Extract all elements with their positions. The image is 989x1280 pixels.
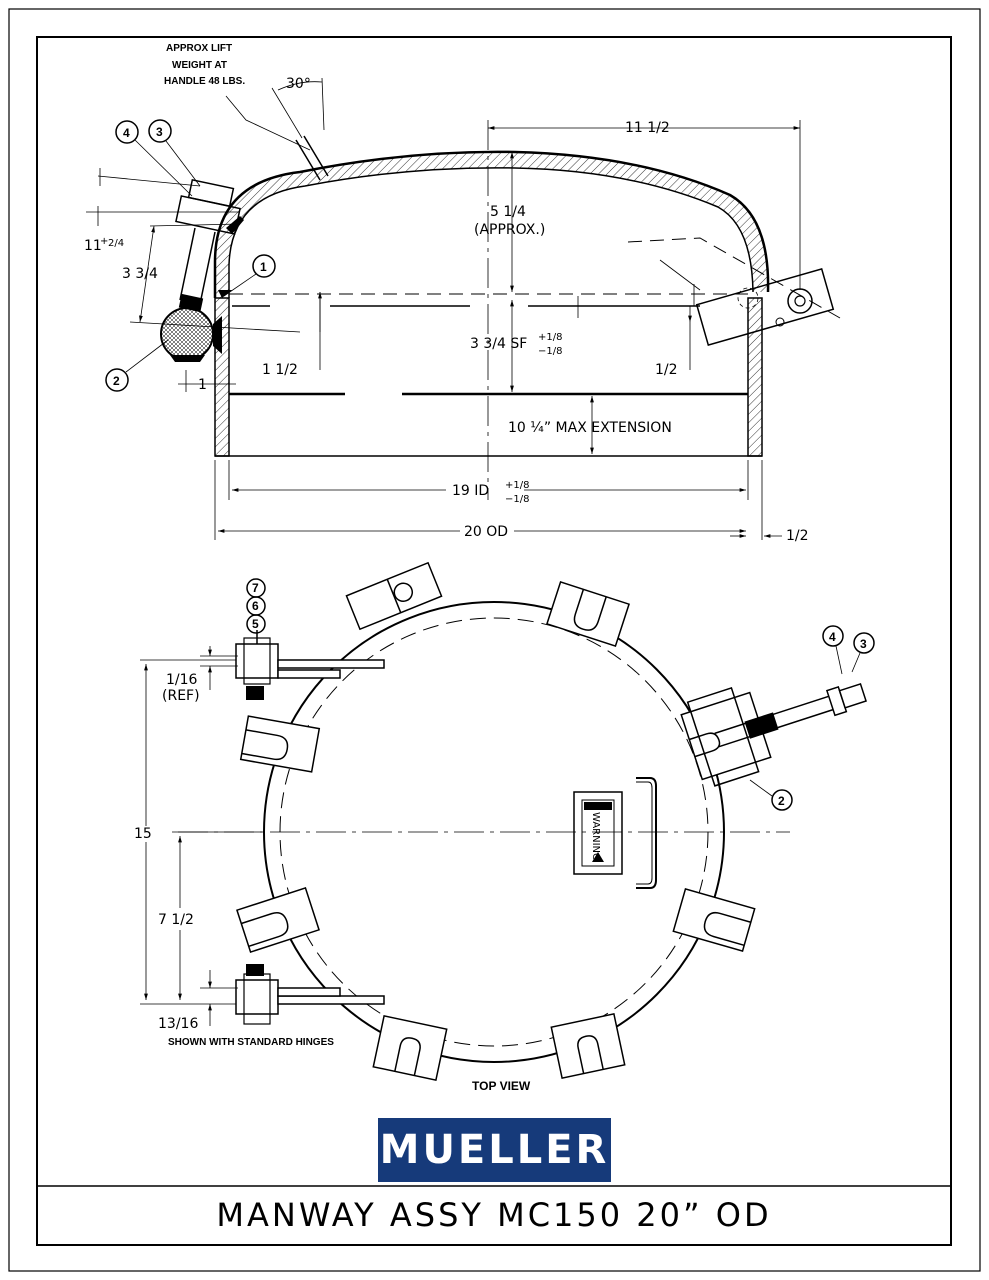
mueller-logo: MUELLER: [378, 1118, 611, 1182]
dim-1-16: 1/16: [166, 672, 198, 688]
balloon-3-top: 3: [860, 637, 867, 651]
balloon-3-side: 3: [156, 125, 163, 139]
dim-id: 19 ID: [452, 483, 489, 499]
dim-half-right: 1/2: [655, 362, 678, 378]
angle-30: 30°: [286, 76, 311, 92]
dim-3-3-4: 3 3/4: [122, 266, 158, 282]
dim-11-tol-sup: +: [100, 236, 108, 247]
hinge-pin: [787, 288, 813, 314]
cover-handle: [636, 777, 657, 889]
dim-13-16: 13/16: [158, 1016, 198, 1032]
annotations: APPROX LIFT WEIGHT AT HANDLE 48 LBS. 30°…: [84, 43, 867, 1093]
balloon-4-side: 4: [123, 126, 130, 140]
dim-half-od: 1/2: [786, 528, 809, 544]
id-tol-plus: +1/8: [505, 480, 529, 491]
inner-border: [36, 36, 952, 1246]
dim-ref: (REF): [162, 688, 200, 704]
balloon-1-side: 1: [260, 260, 267, 274]
dim-od: 20 OD: [464, 524, 508, 540]
lift-note-line-1: APPROX LIFT: [166, 43, 232, 54]
balloon-2-side: 2: [113, 374, 120, 388]
lift-note-line-2: WEIGHT AT: [172, 60, 227, 71]
drawing-title: MANWAY ASSY MC150 20” OD: [216, 1196, 772, 1234]
dim-1: 1: [198, 377, 207, 393]
collar-right-wall: [747, 297, 763, 457]
hinge-note: SHOWN WITH STANDARD HINGES: [168, 1037, 334, 1048]
balloon-5: 5: [252, 617, 259, 631]
sf-tol-minus: −1/8: [538, 346, 562, 357]
dim-3-3-4-sf: 3 3/4 SF: [470, 336, 527, 352]
outer-border: [8, 8, 981, 1272]
balloon-7: 7: [252, 581, 259, 595]
swing-bolt-eye: [160, 307, 214, 361]
hinge-bottom: [235, 964, 385, 1025]
dim-7-half: 7 1/2: [158, 912, 194, 928]
max-extension: 10 ¼” MAX EXTENSION: [508, 420, 672, 436]
dim-approx: (APPROX.): [474, 222, 545, 238]
id-tol-minus: −1/8: [505, 494, 529, 505]
dim-1-half-left: 1 1/2: [262, 362, 298, 378]
top-view-label: TOP VIEW: [472, 1079, 531, 1093]
dim-11-tol-frac: 2/4: [108, 238, 124, 249]
dim-15: 15: [134, 826, 152, 842]
dim-11-tol: 11: [84, 238, 102, 254]
dim-11-half: 11 1/2: [625, 120, 670, 136]
top-view: [140, 561, 875, 1081]
balloon-4-top: 4: [829, 630, 836, 644]
balloon-6: 6: [252, 599, 259, 613]
lift-note-line-3: HANDLE 48 LBS.: [164, 76, 245, 87]
logo-text: MUELLER: [379, 1127, 610, 1173]
side-view: [86, 77, 841, 540]
warning-text: WARNING: [590, 812, 601, 861]
hinge-top: [235, 630, 385, 700]
warning-plate: [573, 791, 623, 875]
dim-5-quarter: 5 1/4: [490, 204, 526, 220]
hinge-bracket: [695, 267, 835, 347]
balloon-2-top: 2: [778, 794, 785, 808]
sf-tol-plus: +1/8: [538, 332, 562, 343]
